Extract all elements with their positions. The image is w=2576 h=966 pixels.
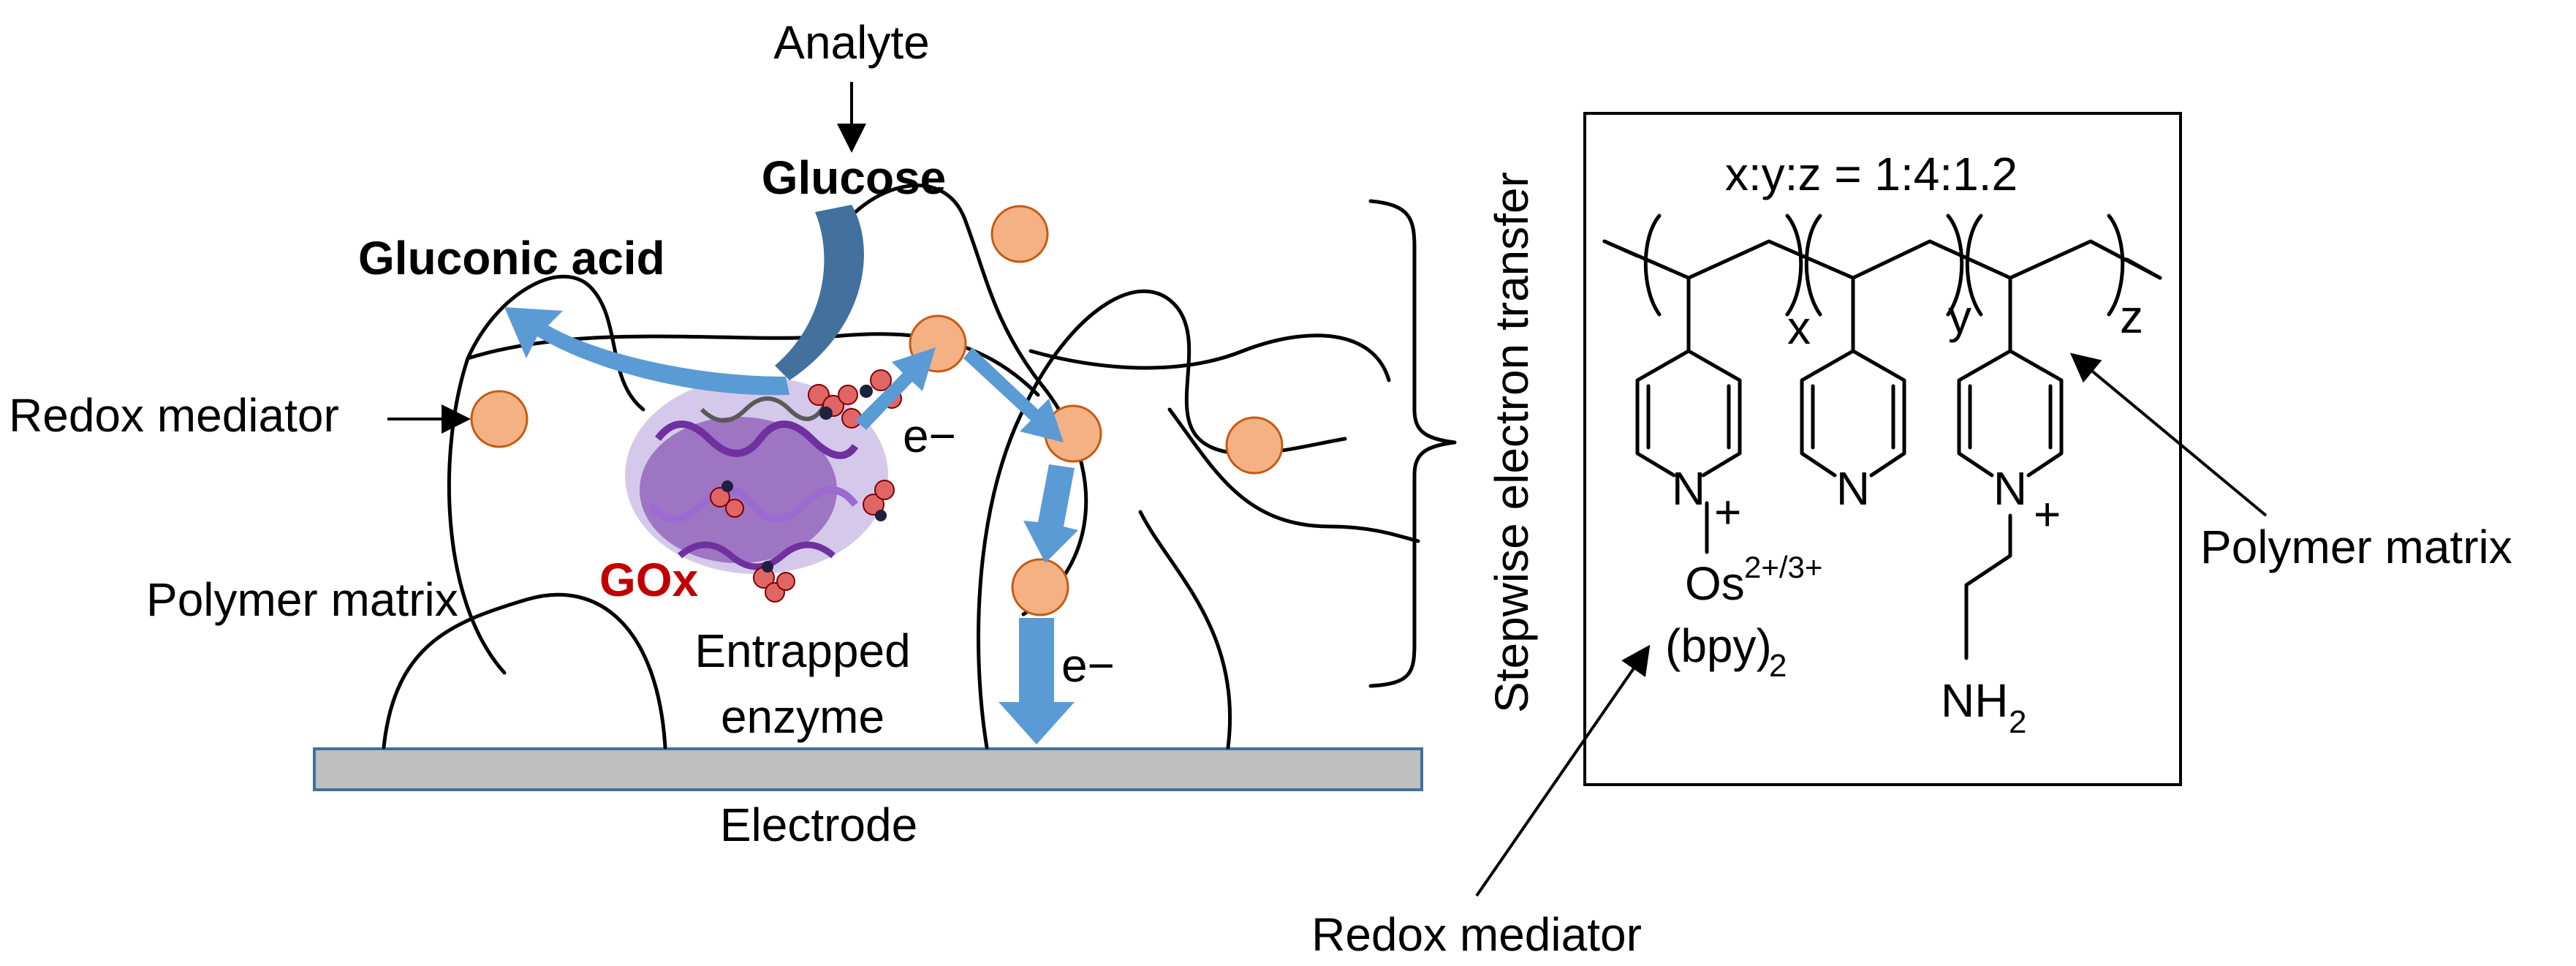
- subscript-z: z: [2120, 290, 2143, 343]
- bracket-z-close: [2107, 214, 2125, 317]
- pyridinium-ring-3: [1957, 276, 2064, 660]
- polymer-strand-left-mound: [382, 592, 667, 750]
- polymer-matrix-label: Polymer matrix: [146, 573, 458, 626]
- ring3-plus: +: [2034, 488, 2061, 540]
- redox-mediators: [470, 205, 1284, 616]
- gox-label: GOx: [599, 554, 699, 606]
- polymer-strand-right-drop: [1138, 510, 1232, 750]
- osmium-label: Os: [1685, 557, 1745, 610]
- subscript-x: x: [1787, 301, 1811, 354]
- bracket-y-open: [1804, 214, 1822, 317]
- entrapped-label-line1: Entrapped: [694, 624, 910, 677]
- electron-arrow-down-1: [1023, 464, 1078, 563]
- ring1-plus: +: [1714, 486, 1741, 538]
- gluconic-acid-curved-arrow: [504, 307, 789, 396]
- amine-label: NH: [1941, 674, 2008, 727]
- bracket-y-close: [1946, 214, 1964, 317]
- ring2-nitrogen: N: [1836, 462, 1870, 515]
- enzyme-ribbon: [700, 396, 828, 423]
- right-polymer-matrix-label: Polymer matrix: [2200, 521, 2512, 573]
- electron-label-lower: e−: [1061, 639, 1115, 692]
- cofactor-spheres: [710, 369, 902, 603]
- pyridinium-ring-1: [1635, 276, 1742, 554]
- bracket-x-close: [1785, 214, 1803, 317]
- redox-mediator-circle: [1225, 416, 1284, 475]
- polymer-strand-right-bottom: [1167, 407, 1420, 543]
- subscript-y: y: [1948, 290, 1971, 343]
- ratio-label: x:y:z = 1:4:1.2: [1725, 148, 2018, 200]
- stepwise-bracket: [1368, 199, 1457, 688]
- amine-subscript: 2: [2009, 704, 2026, 740]
- glucose-curved-arrow: [775, 205, 864, 380]
- enzyme-ribbon: [678, 541, 836, 570]
- electron-arrow-down-2: [999, 618, 1075, 744]
- cofactor-dark-spheres: [721, 385, 887, 573]
- glucose-label: Glucose: [762, 151, 947, 204]
- entrapped-label-line2: enzyme: [721, 690, 884, 743]
- redox-mediator-label: Redox mediator: [9, 389, 339, 442]
- enzyme-ribbon: [648, 486, 858, 523]
- electron-arrows: [855, 347, 1078, 744]
- electron-arrow-diag: [963, 347, 1064, 442]
- bracket-z-open: [1965, 214, 1983, 317]
- polymer-matrix-pointer: [2069, 352, 2268, 517]
- electron-arrow-up: [855, 347, 936, 430]
- electron-label-upper: e−: [903, 410, 956, 462]
- electrode-label: Electrode: [720, 799, 917, 851]
- pyridine-ring-2: [1800, 276, 1906, 478]
- gluconic-acid-label: Gluconic acid: [358, 232, 665, 284]
- redox-mediator-circle: [470, 390, 529, 448]
- bracket-x-open: [1643, 214, 1662, 317]
- bpy-subscript: 2: [1769, 648, 1787, 684]
- redox-mediator-circle: [1011, 558, 1069, 616]
- polymer-backbone: [1602, 214, 2162, 317]
- analyte-label: Analyte: [773, 16, 929, 69]
- polymer-strand-right-tail: [1028, 333, 1391, 382]
- polymer-strand-crown: [824, 184, 1088, 616]
- osmium-charge: 2+/3+: [1744, 550, 1822, 584]
- redox-mediator-circle: [990, 205, 1049, 263]
- ring1-nitrogen: N: [1672, 462, 1705, 515]
- structure-box: [1583, 112, 2182, 786]
- redox-mediator-bottom-pointer: [1475, 644, 1651, 897]
- ring3-nitrogen: N: [1993, 462, 2027, 515]
- bpy-label: (bpy): [1665, 619, 1772, 672]
- stepwise-label: Stepwise electron transfer: [1485, 172, 1538, 713]
- electrode-bar: [313, 747, 1423, 791]
- gox-enzyme: [625, 369, 902, 603]
- enzyme-ribbon: [655, 420, 859, 459]
- right-redox-mediator-label: Redox mediator: [1311, 908, 1642, 961]
- polymer-strand-right-arch: [977, 289, 1347, 750]
